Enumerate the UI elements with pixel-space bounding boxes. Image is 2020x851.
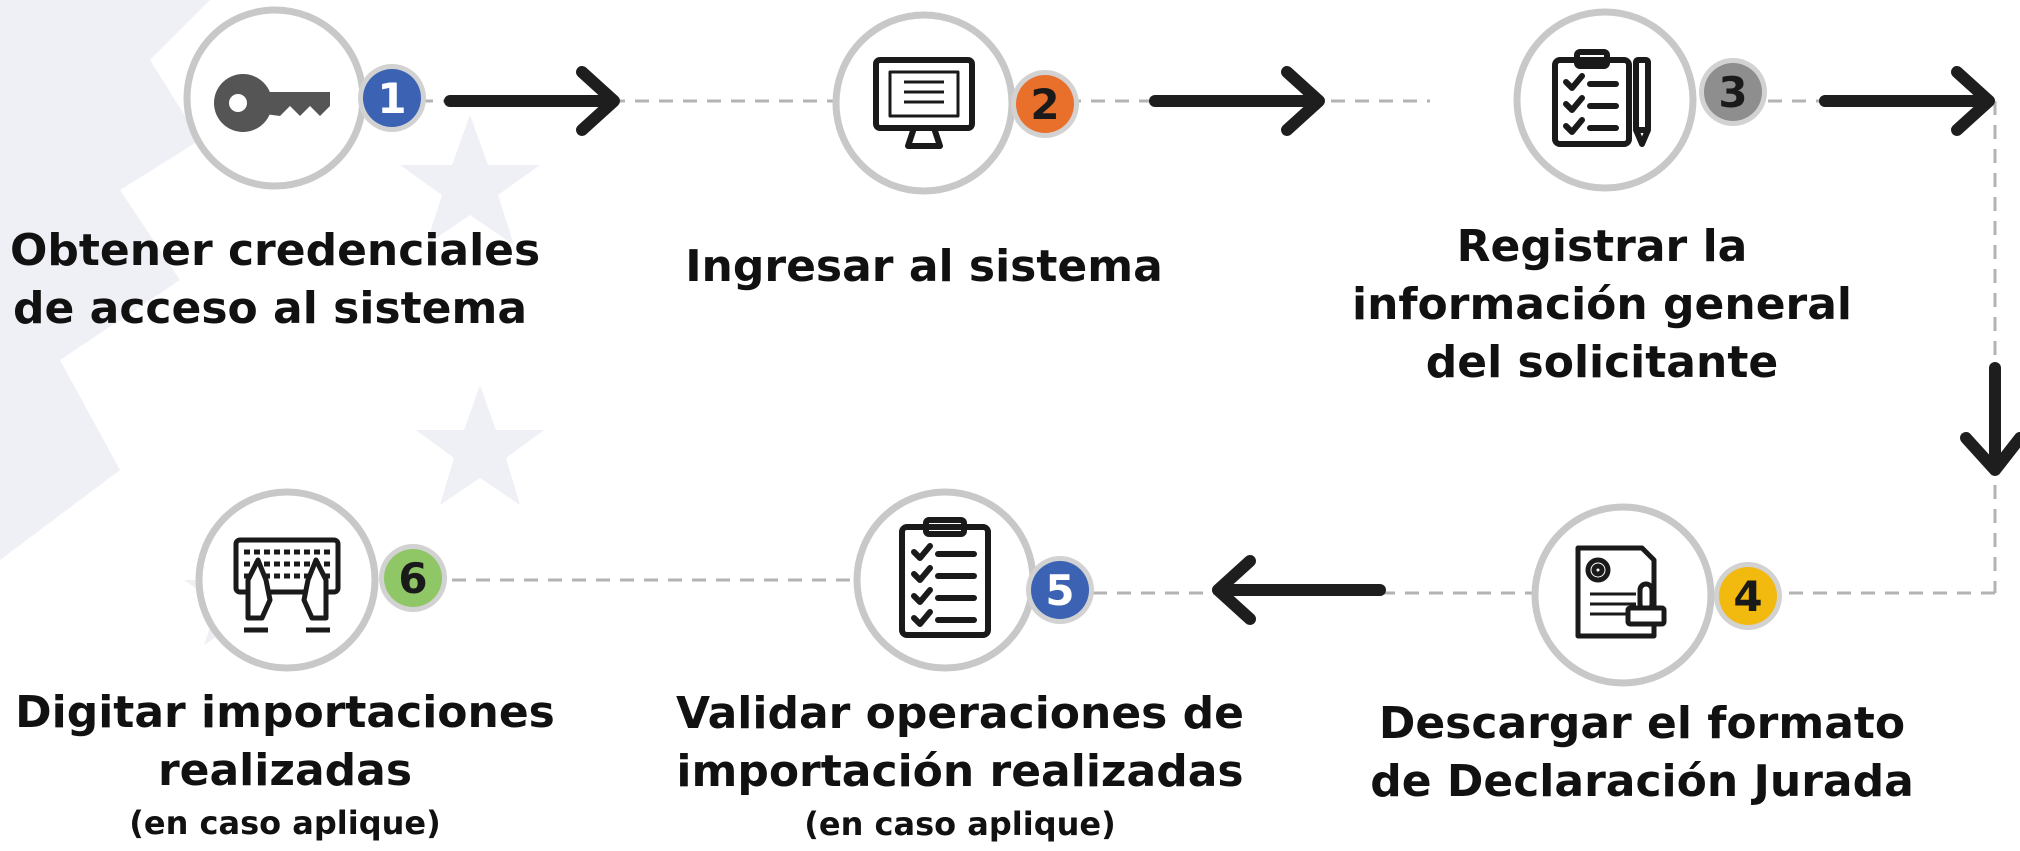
step-number: 6 xyxy=(398,554,427,603)
flow-arrows xyxy=(444,66,2020,625)
step-number: 2 xyxy=(1030,80,1059,129)
step-number: 4 xyxy=(1733,572,1762,621)
step-5-label: Validar operaciones de importación reali… xyxy=(675,688,1245,843)
step-4-label: Descargar el formato de Declaración Jura… xyxy=(1370,698,1914,807)
step-6-label: Digitar importaciones realizadas (en cas… xyxy=(15,687,555,842)
key-icon xyxy=(214,74,330,132)
arrow-right-2 xyxy=(1149,66,1325,136)
step-1-label: Obtener credenciales de acceso al sistem… xyxy=(10,225,541,334)
step-1-number-badge: 1 xyxy=(358,64,426,132)
step-2-number-badge: 2 xyxy=(1011,70,1079,138)
step-number: 3 xyxy=(1718,68,1747,117)
computer-monitor-icon xyxy=(873,57,975,149)
step-3-circle xyxy=(1513,8,1697,192)
step-4-number-badge: 4 xyxy=(1714,562,1782,630)
step-6-number-badge: 6 xyxy=(379,544,447,612)
step-number: 5 xyxy=(1045,566,1074,615)
arrow-left xyxy=(1212,555,1386,625)
step-number: 1 xyxy=(377,74,406,123)
document-stamp-icon xyxy=(1575,545,1667,639)
hands-typing-keyboard-icon xyxy=(233,537,341,633)
step-2-label: Ingresar al sistema xyxy=(685,241,1163,292)
step-3-label: Registrar la información general del sol… xyxy=(1351,221,1853,388)
arrow-right-1 xyxy=(444,66,620,136)
step-6-circle xyxy=(195,488,379,672)
step-3-number-badge: 3 xyxy=(1699,58,1767,126)
clipboard-checklist-pen-icon xyxy=(1552,49,1651,147)
arrow-right-3 xyxy=(1819,66,1995,136)
clipboard-checklist-icon xyxy=(899,517,991,638)
step-5-number-badge: 5 xyxy=(1026,556,1094,624)
arrow-down xyxy=(1960,362,2020,476)
